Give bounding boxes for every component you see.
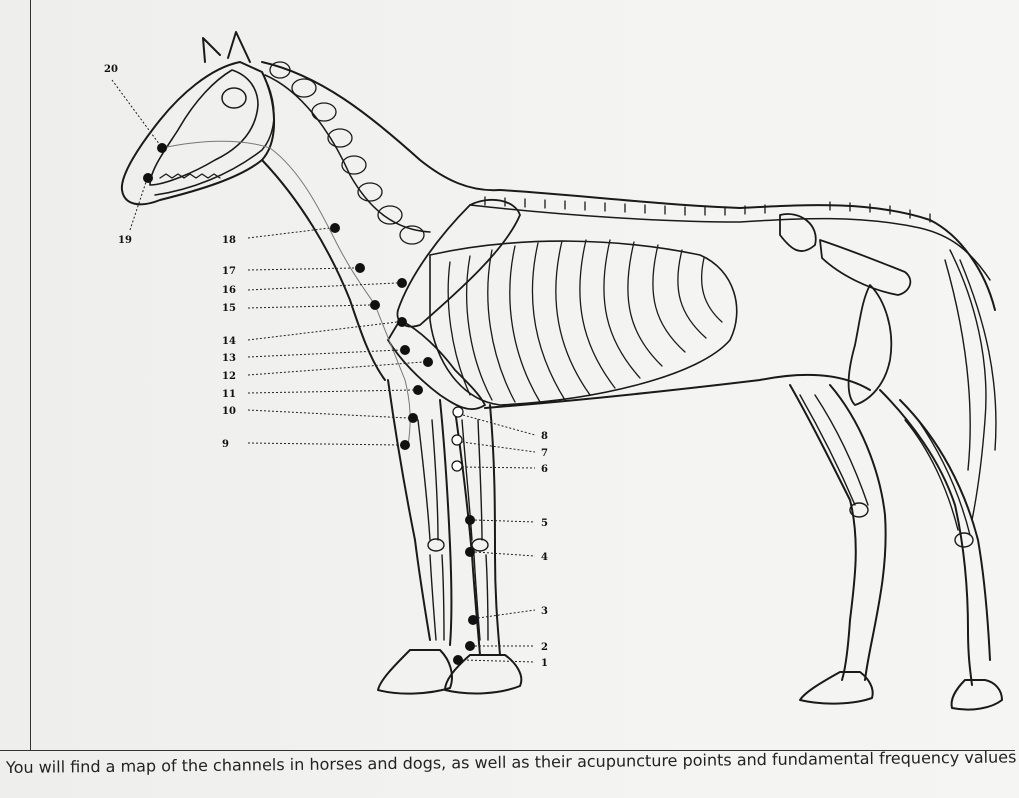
acupoint-15 — [370, 300, 380, 310]
horse-neck-top — [262, 62, 500, 190]
horse-front-leg-bones — [418, 420, 488, 640]
label-10: 10 — [222, 406, 236, 417]
horse-hind-leg-far — [880, 390, 990, 685]
horse-skull — [150, 70, 258, 185]
acupoint-18 — [330, 223, 340, 233]
horse-spine — [265, 75, 990, 280]
horse-scapula — [397, 200, 520, 327]
horse-hind-hoof-near — [800, 672, 873, 704]
horse-femur — [849, 285, 892, 405]
acupoint-3 — [468, 615, 478, 625]
leader-line-13 — [248, 350, 400, 357]
horse-skeleton-acupuncture-diagram: 20 19 18 17 16 15 14 13 12 11 10 9 8 7 6… — [0, 0, 1019, 750]
acupoint-6 — [452, 461, 462, 471]
horse-back — [500, 190, 995, 310]
horse-hind-hoof-far — [952, 680, 1002, 710]
label-1: 1 — [541, 658, 548, 669]
acupoint-2 — [465, 641, 475, 651]
horse-jaw — [155, 85, 274, 195]
acupoint-20 — [157, 143, 167, 153]
acupoint-14 — [397, 317, 407, 327]
label-11: 11 — [222, 389, 236, 400]
acupoint-4 — [465, 547, 475, 557]
acupoint-7 — [452, 435, 462, 445]
point-number-labels: 20 19 18 17 16 15 14 13 12 11 10 9 8 7 6… — [104, 64, 548, 669]
acupoint-16 — [397, 278, 407, 288]
leader-line-14 — [248, 322, 397, 340]
label-2: 2 — [541, 642, 548, 653]
label-8: 8 — [541, 431, 548, 442]
label-12: 12 — [222, 371, 236, 382]
leader-line-8 — [463, 415, 535, 435]
leader-line-10 — [248, 410, 408, 418]
leader-line-7 — [462, 442, 535, 452]
label-6: 6 — [541, 464, 548, 475]
acupoint-19 — [143, 173, 153, 183]
leader-line-9 — [248, 443, 400, 445]
horse-belly — [485, 375, 870, 408]
leader-line-11 — [248, 390, 413, 393]
label-7: 7 — [541, 448, 548, 459]
leader-line-5 — [475, 520, 535, 522]
horse-hind-leg-bones — [800, 395, 973, 547]
horse-front-leg-near — [388, 380, 452, 645]
leader-line-4 — [475, 552, 535, 556]
label-15: 15 — [222, 303, 236, 314]
figure-caption: You will find a map of the channels in h… — [6, 747, 1016, 777]
acupoint-17 — [355, 263, 365, 273]
horse-ear-left — [203, 38, 220, 62]
acupoint-1 — [453, 655, 463, 665]
horse-front-hoof-near — [378, 650, 452, 694]
label-20: 20 — [104, 64, 118, 75]
horse-pelvis — [780, 214, 910, 295]
acupoint-5 — [465, 515, 475, 525]
leader-line-19 — [130, 182, 146, 230]
label-16: 16 — [222, 285, 236, 296]
label-13: 13 — [222, 353, 236, 364]
horse-neck-bottom — [262, 160, 385, 380]
horse-eye-socket — [222, 88, 246, 108]
label-9: 9 — [222, 439, 229, 450]
acupoint-10 — [408, 413, 418, 423]
leader-line-6 — [462, 467, 535, 468]
horse-ribs — [448, 240, 722, 402]
acupoint-13 — [400, 345, 410, 355]
label-3: 3 — [541, 606, 548, 617]
label-19: 19 — [118, 235, 132, 246]
leader-lines — [112, 80, 535, 662]
acupoint-11 — [413, 385, 423, 395]
leader-line-1 — [463, 660, 535, 662]
horse-ear-right — [228, 32, 250, 62]
label-5: 5 — [541, 518, 548, 529]
horse-hind-leg-near — [790, 385, 886, 680]
horse-teeth-upper — [160, 174, 220, 178]
leader-line-17 — [248, 268, 355, 270]
acupoint-9 — [400, 440, 410, 450]
label-14: 14 — [222, 336, 236, 347]
leader-line-20 — [112, 80, 160, 145]
leader-line-3 — [478, 610, 535, 618]
acupoint-12 — [423, 357, 433, 367]
leader-line-12 — [248, 362, 423, 375]
acupoint-8 — [453, 407, 463, 417]
label-18: 18 — [222, 235, 236, 246]
label-4: 4 — [541, 552, 548, 563]
leader-line-16 — [248, 283, 397, 290]
label-17: 17 — [222, 266, 236, 277]
